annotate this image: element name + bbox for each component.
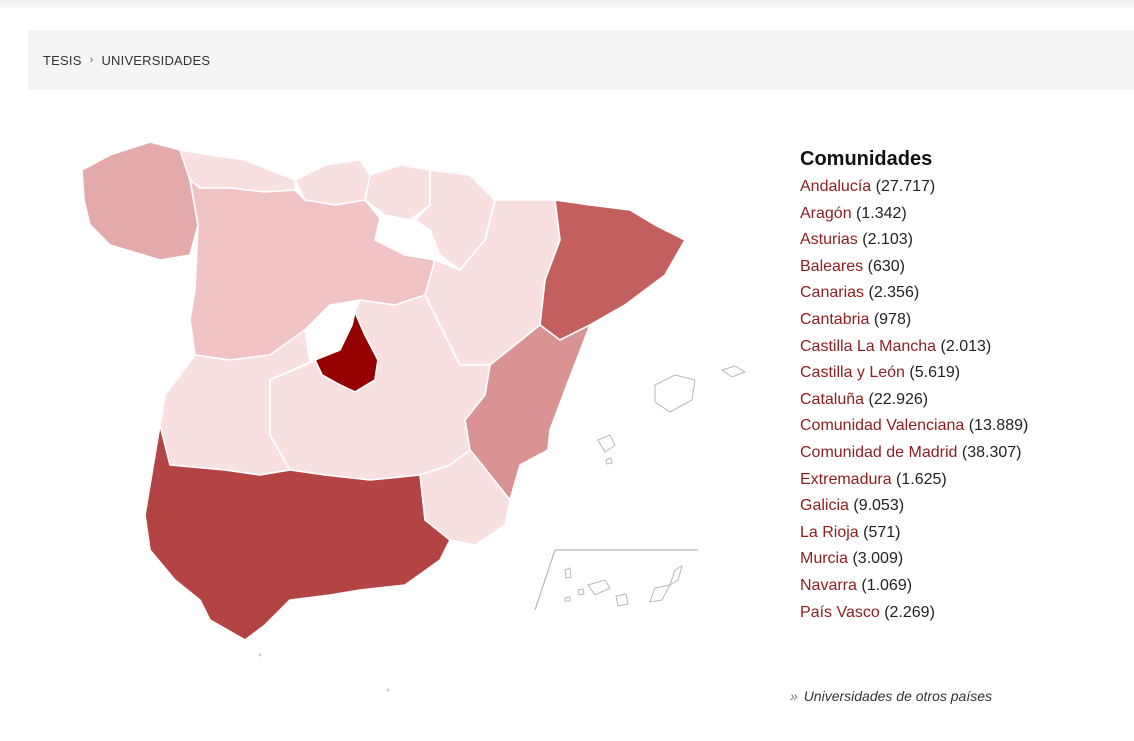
community-link[interactable]: Canarias: [800, 284, 865, 302]
breadcrumb-current: UNIVERSIDADES: [101, 52, 211, 68]
region-galicia[interactable]: [81, 141, 199, 261]
island-tenerife[interactable]: [587, 579, 611, 596]
community-item: Aragón (1.342): [800, 201, 1130, 228]
community-link[interactable]: Extremadura: [800, 470, 892, 488]
community-link[interactable]: Comunidad Valenciana: [800, 417, 965, 435]
region-navarra[interactable]: [414, 169, 496, 271]
region-melilla: [386, 688, 390, 692]
community-link[interactable]: País Vasco: [800, 603, 880, 621]
community-item: Extremadura (1.625): [800, 467, 1130, 494]
community-count: (22.926): [868, 390, 929, 408]
breadcrumb-separator: ›: [89, 54, 94, 66]
top-shadow: [0, 0, 1134, 10]
community-count: (1.625): [896, 470, 947, 488]
spain-choropleth-map: [70, 130, 760, 700]
community-count: (2.103): [862, 231, 913, 249]
breadcrumb: TESIS › UNIVERSIDADES: [28, 30, 1134, 90]
community-item: Asturias (2.103): [800, 227, 1130, 254]
community-count: (571): [863, 523, 901, 541]
island-gran-canaria[interactable]: [615, 593, 629, 607]
region-andalucia[interactable]: [144, 424, 451, 641]
community-count: (27.717): [875, 178, 936, 195]
island-el-hierro[interactable]: [564, 596, 571, 602]
chevron-icon: »: [790, 688, 798, 704]
island-la-palma[interactable]: [564, 567, 572, 579]
island-menorca[interactable]: [720, 365, 747, 378]
community-item: Canarias (2.356): [800, 280, 1130, 307]
other-countries-link[interactable]: Universidades de otros países: [803, 688, 993, 704]
other-countries-link-row: » Universidades de otros países: [790, 688, 992, 704]
island-formentera[interactable]: [605, 457, 613, 465]
community-count: (3.009): [852, 550, 904, 568]
community-item: Andalucía (27.717): [800, 174, 1130, 201]
legend-title: Comunidades: [800, 148, 933, 170]
community-link[interactable]: Cantabria: [800, 310, 870, 328]
community-item: Cataluña (22.926): [800, 387, 1130, 414]
region-pais-vasco[interactable]: [364, 164, 431, 221]
community-link[interactable]: Murcia: [800, 550, 849, 568]
community-item: País Vasco (2.269): [800, 600, 1130, 627]
community-item: La Rioja (571): [800, 520, 1130, 547]
community-link[interactable]: Andalucía: [800, 178, 872, 195]
communities-legend: Comunidades Andalucía (27.717) Aragón (1…: [800, 148, 1130, 626]
island-ibiza[interactable]: [597, 434, 616, 453]
region-extremadura[interactable]: [159, 329, 311, 476]
community-count: (978): [873, 310, 912, 328]
community-item: Murcia (3.009): [800, 546, 1130, 573]
community-count: (38.307): [961, 443, 1022, 461]
community-count: (2.013): [940, 337, 992, 355]
community-item: Comunidad de Madrid (38.307): [800, 440, 1130, 467]
region-ceuta: [258, 653, 262, 657]
canarias-inset-frame-left: [534, 549, 556, 611]
community-count: (630): [867, 257, 905, 275]
community-item: Comunidad Valenciana (13.889): [800, 413, 1130, 440]
community-link[interactable]: Baleares: [800, 257, 864, 275]
community-count: (2.269): [884, 603, 935, 621]
community-count: (5.619): [909, 364, 961, 382]
community-count: (9.053): [853, 497, 905, 515]
community-item: Baleares (630): [800, 254, 1130, 281]
region-cataluna[interactable]: [539, 199, 686, 341]
community-link[interactable]: Cataluña: [800, 390, 865, 408]
community-link[interactable]: Aragón: [800, 204, 852, 222]
community-item: Galicia (9.053): [800, 493, 1130, 520]
community-link[interactable]: Castilla y León: [800, 364, 905, 382]
community-link[interactable]: La Rioja: [800, 523, 859, 541]
community-link[interactable]: Castilla La Mancha: [800, 337, 937, 355]
community-count: (1.069): [861, 576, 913, 594]
island-fuerteventura[interactable]: [649, 584, 671, 603]
island-lanzarote[interactable]: [669, 564, 683, 587]
community-item: Cantabria (978): [800, 307, 1130, 334]
community-link[interactable]: Galicia: [800, 497, 849, 515]
community-count: (2.356): [868, 284, 920, 302]
communities-list: Andalucía (27.717) Aragón (1.342) Asturi…: [800, 174, 1130, 626]
community-item: Castilla La Mancha (2.013): [800, 334, 1130, 361]
community-count: (1.342): [856, 204, 907, 222]
breadcrumb-link-tesis[interactable]: TESIS: [43, 52, 82, 68]
community-link[interactable]: Navarra: [800, 576, 857, 594]
community-link[interactable]: Asturias: [800, 231, 858, 249]
community-item: Castilla y León (5.619): [800, 360, 1130, 387]
island-mallorca[interactable]: [654, 374, 696, 413]
community-count: (13.889): [968, 417, 1029, 435]
island-la-gomera[interactable]: [577, 588, 585, 596]
community-link[interactable]: Comunidad de Madrid: [800, 443, 958, 461]
region-cantabria[interactable]: [294, 159, 371, 206]
community-item: Navarra (1.069): [800, 573, 1130, 600]
